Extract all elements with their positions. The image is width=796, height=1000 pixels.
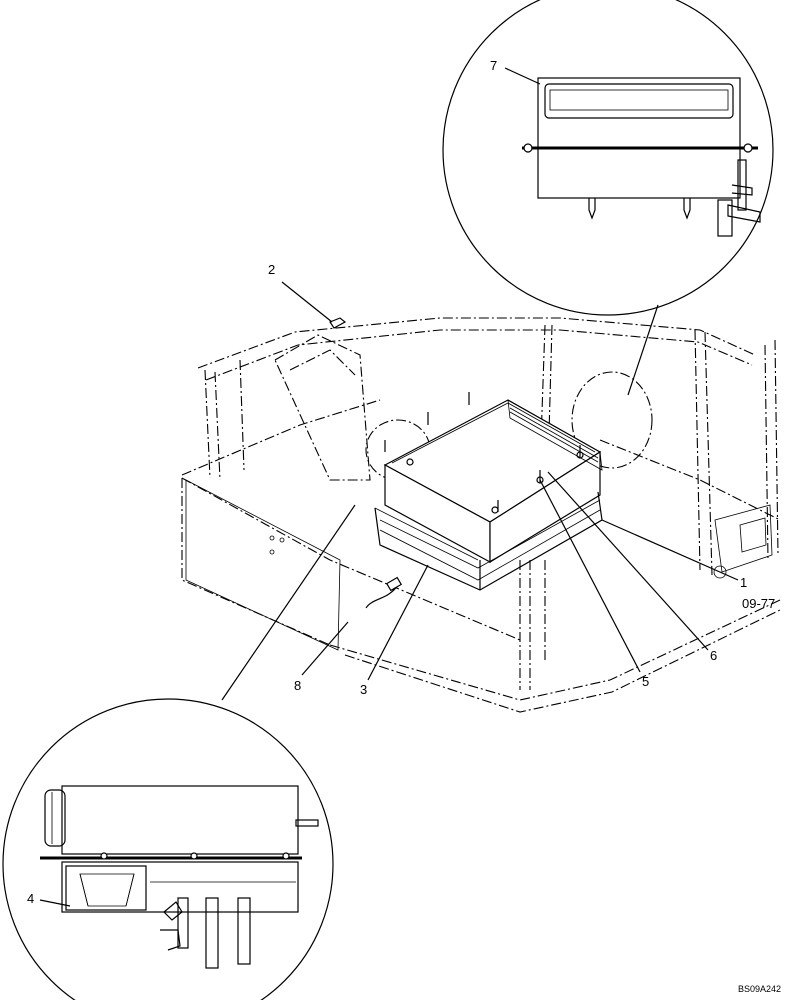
hvac-unit-bottom-detail — [40, 785, 319, 969]
callout-4: 4 — [27, 891, 34, 906]
part-2-clip — [329, 317, 347, 329]
callout-8: 8 — [294, 678, 301, 693]
leader-lines — [39, 67, 739, 907]
hvac-unit-main — [365, 392, 603, 609]
hvac-unit-top-detail — [522, 77, 761, 237]
callout-2: 2 — [268, 262, 275, 277]
detail-circle-top — [442, 0, 774, 396]
callout-1: 1 — [740, 575, 747, 590]
callout-labels: 7 2 1 09-77 6 5 3 8 4 BS09A242 — [27, 58, 781, 994]
callout-7: 7 — [490, 58, 497, 73]
callout-3: 3 — [360, 682, 367, 697]
callout-5: 5 — [642, 674, 649, 689]
detail-circle-bottom — [2, 504, 356, 1000]
cab-frame-outline — [181, 317, 781, 713]
figure-reference: 09-77 — [742, 596, 775, 611]
drawing-code: BS09A242 — [738, 984, 781, 994]
callout-6: 6 — [710, 648, 717, 663]
